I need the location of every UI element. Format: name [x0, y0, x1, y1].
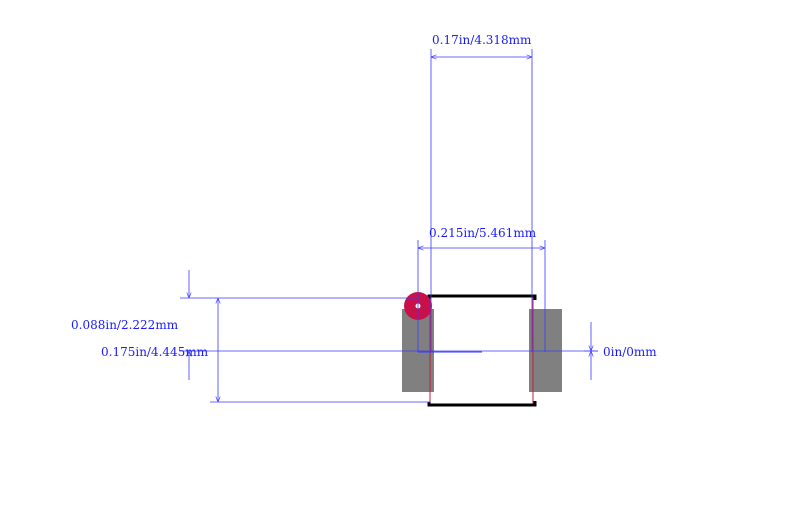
pad-right [529, 309, 562, 392]
courtyard-outline [429, 296, 534, 405]
dimension-overall-width-label: 0.215in/5.461mm [429, 226, 537, 240]
dimension-overall-height: 0.175in/4.445mm [101, 298, 218, 402]
silkscreen-bottom [427, 401, 537, 407]
dimension-overall-width: 0.215in/5.461mm [417, 226, 546, 352]
dimension-top-width: 0.17in/4.318mm [430, 33, 533, 352]
dimension-pad-offset-label: 0.088in/2.222mm [71, 318, 179, 332]
dimension-center-offset-label: 0in/0mm [603, 345, 657, 359]
dimension-top-width-label: 0.17in/4.318mm [432, 33, 532, 47]
dimension-pad-offset: 0.088in/2.222mm [71, 270, 189, 380]
dimension-overall-height-label: 0.175in/4.445mm [101, 345, 209, 359]
silkscreen-top [427, 294, 537, 300]
dimension-center-offset: 0in/0mm [584, 322, 657, 380]
